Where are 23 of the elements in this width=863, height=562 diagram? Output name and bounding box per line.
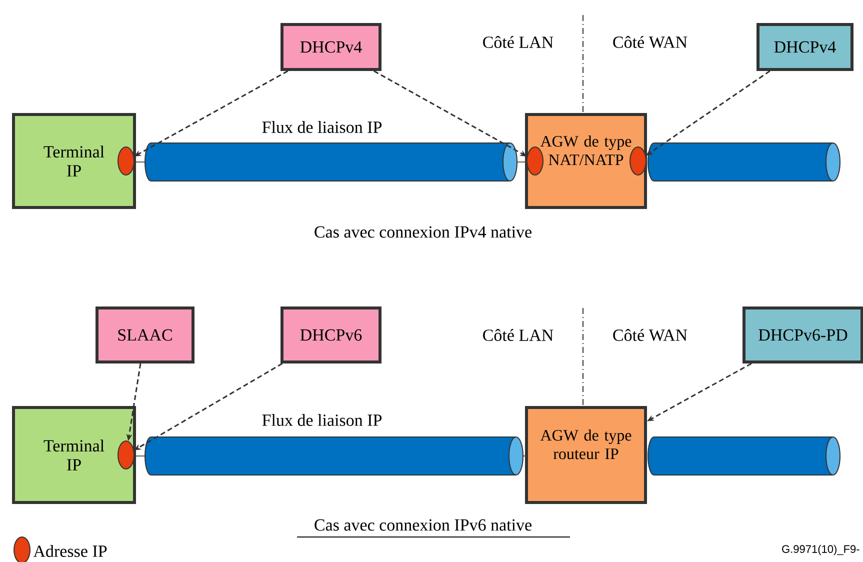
side-label: Côté LAN <box>483 329 554 341</box>
side-label: Côté LAN <box>483 36 554 48</box>
side-label: Côté WAN <box>613 328 688 342</box>
figure-id: G.9971(10)_F9- <box>782 544 860 556</box>
caption: Cas avec connexion IPv4 native <box>314 226 532 238</box>
gateway-box: AGW de type NAT/NATP <box>525 113 647 209</box>
gateway-box: AGW de type routeur IP <box>525 406 647 504</box>
terminal-box: Terminal IP <box>12 113 136 209</box>
flow-label: Flux de liaison IP <box>262 414 382 426</box>
legend-label: Adresse IP <box>33 545 107 557</box>
protocol-box: DHCPv6 <box>280 306 382 364</box>
terminal-box: Terminal IP <box>12 406 136 504</box>
flow-label: Flux de liaison IP <box>262 121 382 133</box>
protocol-box: DHCPv4 <box>280 23 382 71</box>
caption: Cas avec connexion IPv6 native <box>314 519 532 531</box>
ip-address-dot <box>526 146 544 176</box>
ip-address-dot <box>118 440 134 470</box>
protocol-box: SLAAC <box>96 306 194 364</box>
protocol-box: DHCPv4 <box>756 23 854 71</box>
protocol-box: DHCPv6-PD <box>742 306 863 364</box>
side-label: Côté WAN <box>613 36 688 48</box>
ip-address-dot <box>118 146 134 176</box>
ip-address-dot <box>630 146 646 176</box>
